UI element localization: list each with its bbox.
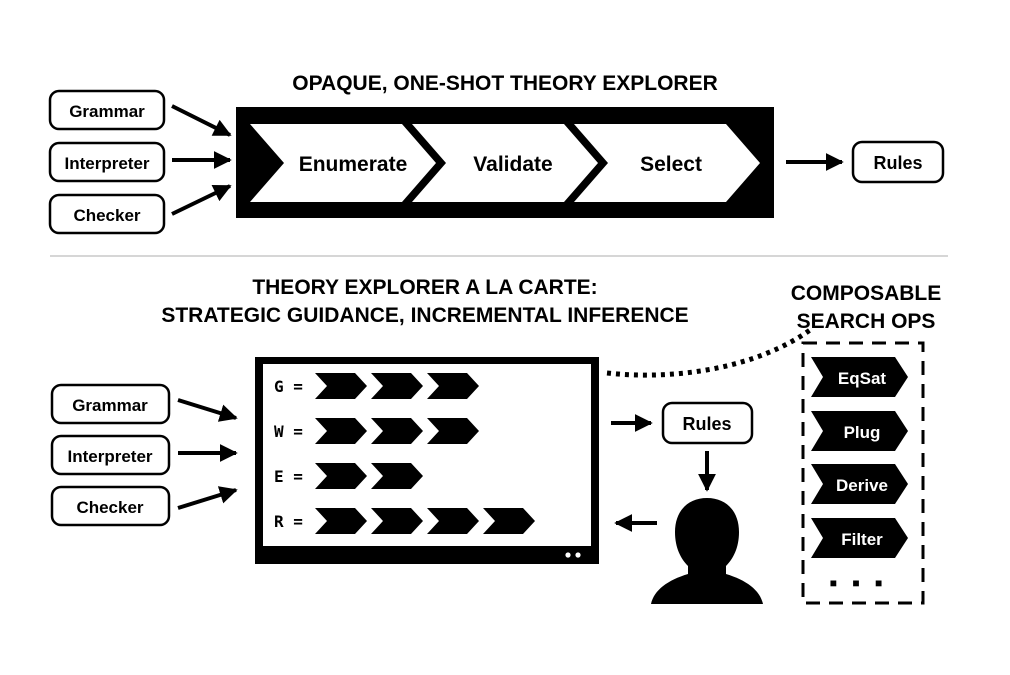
bottom-output-rules-label: Rules — [682, 414, 731, 434]
program-label-g: G = — [274, 377, 303, 396]
op-filter: Filter — [811, 518, 908, 558]
bottom-output-rules: Rules — [661, 401, 754, 445]
bottom-input-checker-label: Checker — [76, 498, 143, 517]
top-input-checker: Checker — [48, 193, 166, 235]
program-row-e — [315, 463, 423, 489]
top-title: OPAQUE, ONE-SHOT THEORY EXPLORER — [292, 72, 718, 95]
op-plug-label: Plug — [844, 423, 881, 442]
program-op-chevron — [371, 373, 423, 399]
top-output-rules-label: Rules — [873, 153, 922, 173]
monitor-led — [565, 552, 571, 558]
stage-select-chevron — [574, 124, 760, 202]
top-input-checker-label: Checker — [73, 206, 140, 225]
arrow-right-icon — [171, 184, 232, 216]
stage-validate-label: Validate — [473, 153, 552, 176]
op-eqsat: EqSat — [811, 357, 908, 397]
bottom-input-checker: Checker — [50, 485, 171, 527]
op-filter-label: Filter — [841, 530, 883, 549]
program-row-r — [315, 508, 535, 534]
monitor-led — [575, 552, 581, 558]
arrow-right-icon — [177, 398, 238, 422]
stage-validate-chevron — [412, 124, 598, 202]
top-input-grammar: Grammar — [48, 89, 166, 131]
program-op-chevron — [371, 508, 423, 534]
monitor — [255, 357, 599, 564]
chevron-block-icon — [811, 464, 908, 504]
ops-title-line2: SEARCH OPS — [797, 310, 936, 333]
dotted-connector — [606, 327, 812, 378]
bottom-input-grammar-label: Grammar — [72, 396, 148, 415]
program-op-chevron — [315, 463, 367, 489]
bottom-input-interpreter-label: Interpreter — [67, 447, 152, 466]
program-label-r: R = — [274, 512, 303, 531]
ops-more-indicator: ■ ■ ■ — [830, 576, 888, 590]
program-op-chevron — [427, 373, 479, 399]
program-op-chevron — [371, 463, 423, 489]
top-input-grammar-label: Grammar — [69, 102, 145, 121]
program-op-chevron — [427, 418, 479, 444]
ops-panel — [801, 341, 925, 605]
person-silhouette-icon — [651, 498, 763, 604]
program-op-chevron — [315, 508, 367, 534]
arrow-right-icon — [177, 486, 238, 510]
chevron-block-icon — [811, 411, 908, 451]
program-op-chevron — [483, 508, 535, 534]
chevron-block-icon — [811, 518, 908, 558]
top-output-rules: Rules — [851, 140, 945, 184]
op-derive-label: Derive — [836, 476, 888, 495]
chevron-block-icon — [811, 357, 908, 397]
bottom-input-grammar: Grammar — [50, 383, 171, 425]
program-op-chevron — [315, 373, 367, 399]
program-row-w — [315, 418, 479, 444]
top-input-interpreter: Interpreter — [48, 141, 166, 183]
bottom-title-line1: THEORY EXPLORER A LA CARTE: — [252, 276, 597, 299]
op-derive: Derive — [811, 464, 908, 504]
stage-enumerate-label: Enumerate — [299, 153, 408, 176]
program-label-w: W = — [274, 422, 303, 441]
stage-enumerate-chevron — [250, 124, 436, 202]
program-op-chevron — [371, 418, 423, 444]
bottom-title-line2: STRATEGIC GUIDANCE, INCREMENTAL INFERENC… — [161, 304, 688, 327]
op-plug: Plug — [811, 411, 908, 451]
bottom-input-interpreter: Interpreter — [50, 434, 171, 476]
arrow-right-icon — [171, 104, 232, 137]
stage-select-label: Select — [640, 153, 702, 176]
ops-title-line1: COMPOSABLE — [791, 282, 942, 305]
program-op-chevron — [315, 418, 367, 444]
program-row-g — [315, 373, 479, 399]
program-label-e: E = — [274, 467, 303, 486]
program-op-chevron — [427, 508, 479, 534]
op-eqsat-label: EqSat — [838, 369, 887, 388]
top-input-interpreter-label: Interpreter — [64, 154, 149, 173]
